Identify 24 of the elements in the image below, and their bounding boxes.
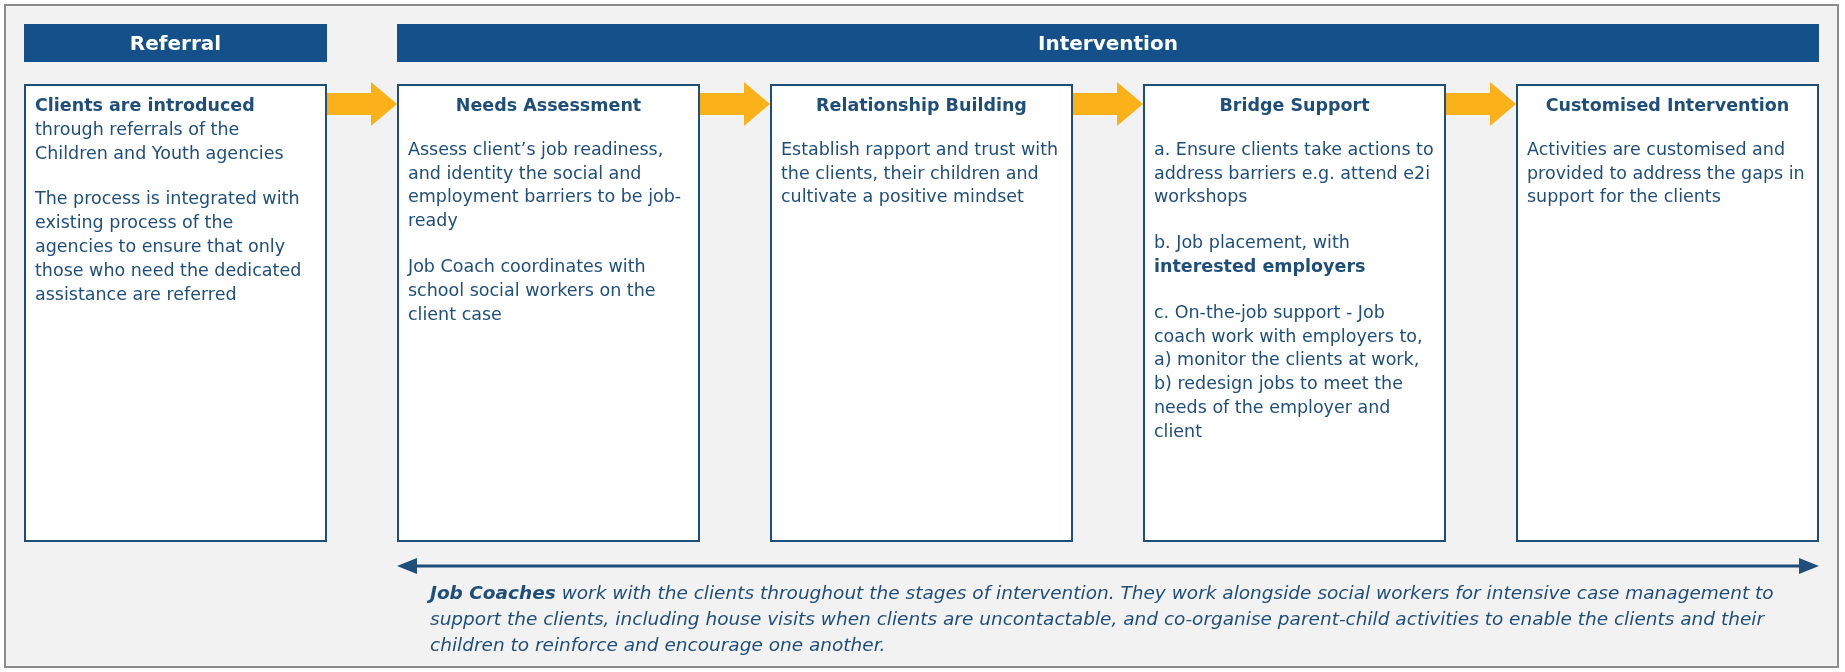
block-arrow xyxy=(1446,82,1516,126)
block-arrow xyxy=(327,82,397,126)
stage-card xyxy=(1143,84,1446,542)
stage-heading: Needs Assessment xyxy=(454,94,643,117)
stage-heading: Bridge Support xyxy=(1218,94,1371,117)
stage-card xyxy=(770,84,1073,542)
stage-description: Establish rapport and trust with the clients, their children and cultivate a positive mindset xyxy=(781,137,1060,209)
stage-header-band: Intervention xyxy=(397,24,1819,62)
stage-description: The process is integrated with existing process of the agencies to ensure that only those who need the dedicated assistance are referred xyxy=(35,187,303,306)
stage-description: c. On-the-job support - Job coach work with employers to, a) monitor the clients at work, b) redesign jobs to meet the needs of the employer and client xyxy=(1154,300,1424,443)
stage-description: Activities are customised and provided to address the gaps in support for the clients xyxy=(1527,137,1806,209)
stage-description: a. Ensure clients take actions to address barriers e.g. attend e2i workshops xyxy=(1154,137,1435,209)
stage-description: b. Job placement, with interested employers xyxy=(1154,231,1367,278)
stage-description: Job Coach coordinates with school social workers on the client case xyxy=(408,255,657,326)
stage-heading: Relationship Building xyxy=(815,94,1028,117)
block-arrow xyxy=(700,82,770,126)
stage-description: Clients are introduced through referrals of the Children and Youth agencies xyxy=(35,94,285,165)
stage-description: Assess client’s job readiness, and identity the social and employment barriers to be job-ready xyxy=(408,137,683,233)
stage-heading: Customised Intervention xyxy=(1544,94,1791,117)
stage-card xyxy=(1516,84,1819,542)
stage-card xyxy=(24,84,327,542)
stage-card xyxy=(397,84,700,542)
stage-header-band: Referral xyxy=(24,24,327,62)
block-arrow xyxy=(1073,82,1143,126)
